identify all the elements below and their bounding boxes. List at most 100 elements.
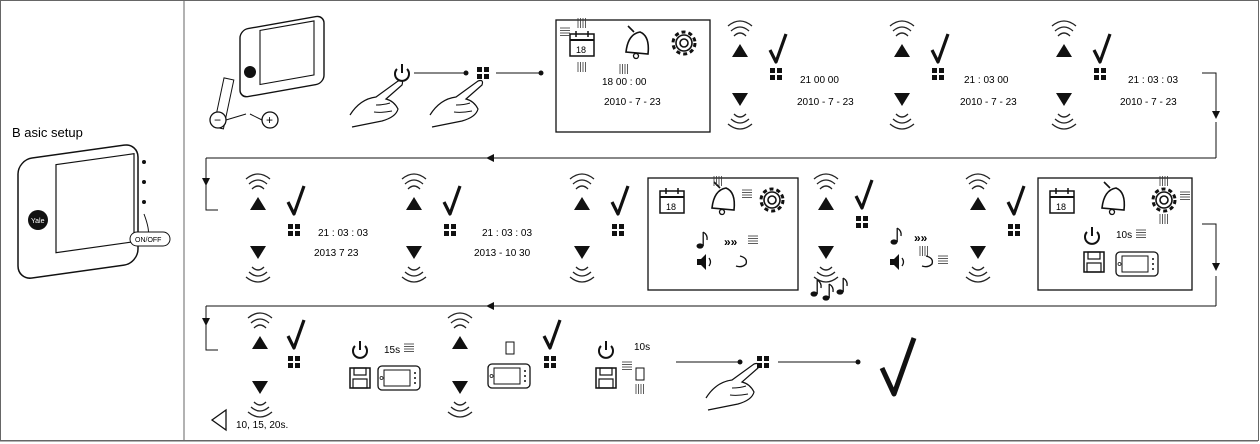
gear-icon bbox=[1151, 187, 1177, 213]
up-arrow-icon[interactable] bbox=[813, 173, 839, 211]
system-settings-box bbox=[1037, 177, 1193, 291]
up-arrow-icon[interactable] bbox=[727, 20, 753, 58]
time-readout: 21 : 03 : 03 bbox=[482, 228, 532, 239]
up-arrow-icon[interactable] bbox=[889, 20, 915, 58]
check-icon bbox=[854, 178, 874, 210]
ok-button-icon[interactable] bbox=[612, 224, 624, 236]
volume-level-icon: »» bbox=[724, 235, 738, 249]
highlight-marks bbox=[577, 61, 586, 73]
gear-icon bbox=[671, 30, 697, 56]
highlight-marks bbox=[937, 255, 949, 264]
date-readout: 2010 - 7 - 23 bbox=[797, 97, 854, 108]
down-arrow-icon[interactable] bbox=[245, 245, 271, 283]
up-arrow-icon[interactable] bbox=[569, 173, 595, 211]
time-readout: 21 : 03 : 03 bbox=[1128, 75, 1178, 86]
bell-icon bbox=[625, 25, 650, 60]
highlight-marks bbox=[747, 235, 759, 244]
music-note-icon bbox=[889, 227, 902, 246]
time-readout: 21 : 03 : 03 bbox=[318, 228, 368, 239]
ok-button-icon[interactable] bbox=[477, 67, 489, 79]
up-arrow-icon[interactable] bbox=[247, 312, 273, 350]
ok-button-icon[interactable] bbox=[770, 68, 782, 80]
down-arrow-icon[interactable] bbox=[965, 245, 991, 283]
music-note-icon bbox=[809, 279, 822, 298]
card-icon bbox=[635, 367, 645, 381]
highlight-marks bbox=[1179, 191, 1191, 200]
down-arrow-icon[interactable] bbox=[569, 245, 595, 283]
up-arrow-icon[interactable] bbox=[401, 173, 427, 211]
ok-button-icon[interactable] bbox=[1008, 224, 1020, 236]
down-arrow-icon[interactable] bbox=[247, 380, 273, 418]
highlight-marks bbox=[1159, 213, 1168, 225]
timeout-value: 15s bbox=[384, 345, 400, 356]
power-icon bbox=[352, 340, 368, 359]
highlight-marks bbox=[559, 27, 571, 36]
ok-button-icon[interactable] bbox=[1094, 68, 1106, 80]
battery-plus: + bbox=[266, 113, 273, 127]
settings-screen-box bbox=[555, 19, 711, 133]
highlight-marks bbox=[1135, 229, 1147, 238]
down-arrow-icon[interactable] bbox=[401, 245, 427, 283]
check-icon bbox=[610, 184, 630, 216]
hand-icon bbox=[429, 79, 484, 128]
time-readout: 18 00 : 00 bbox=[602, 77, 647, 88]
save-icon bbox=[1083, 251, 1105, 273]
check-icon bbox=[768, 32, 788, 64]
up-arrow-icon[interactable] bbox=[245, 173, 271, 211]
time-readout: 21 : 03 00 bbox=[964, 75, 1009, 86]
check-icon bbox=[1006, 184, 1026, 216]
repeat-icon bbox=[921, 255, 934, 268]
up-arrow-icon[interactable] bbox=[1051, 20, 1077, 58]
down-arrow-icon[interactable] bbox=[447, 380, 473, 418]
up-arrow-icon[interactable] bbox=[447, 312, 473, 350]
hand-icon bbox=[705, 362, 760, 411]
check-icon bbox=[442, 184, 462, 216]
time-readout: 21 00 00 bbox=[800, 75, 839, 86]
power-icon bbox=[1084, 226, 1100, 245]
ok-button-icon[interactable] bbox=[288, 224, 300, 236]
section-label: B asic setup bbox=[12, 125, 83, 140]
flow-connector bbox=[205, 306, 218, 351]
save-icon bbox=[595, 367, 617, 389]
ok-button-icon[interactable] bbox=[757, 356, 769, 368]
date-readout: 2013 7 23 bbox=[314, 248, 359, 259]
music-note-icon bbox=[695, 231, 708, 250]
check-icon bbox=[286, 184, 306, 216]
screen-icon bbox=[487, 363, 531, 389]
down-arrow-icon[interactable] bbox=[727, 92, 753, 130]
ok-button-icon[interactable] bbox=[932, 68, 944, 80]
down-arrow-icon[interactable] bbox=[889, 92, 915, 130]
date-readout: 2010 - 7 - 23 bbox=[960, 97, 1017, 108]
check-icon bbox=[286, 318, 306, 350]
screen-icon bbox=[377, 365, 421, 391]
highlight-marks bbox=[621, 361, 633, 370]
highlight-marks bbox=[619, 63, 628, 75]
final-check-icon bbox=[879, 337, 917, 397]
speaker-icon bbox=[889, 253, 905, 271]
hand-icon bbox=[349, 79, 404, 128]
device-illustration: Yale ON/OFF bbox=[17, 144, 171, 279]
down-arrow-icon[interactable] bbox=[813, 245, 839, 283]
down-arrow-icon[interactable] bbox=[1051, 92, 1077, 130]
save-icon bbox=[349, 367, 371, 389]
timeout-value: 10s bbox=[1116, 230, 1132, 241]
music-note-icon bbox=[821, 283, 834, 302]
timeout-icon bbox=[210, 408, 227, 432]
highlight-marks bbox=[741, 189, 753, 198]
bell-icon bbox=[1101, 181, 1126, 216]
check-icon bbox=[930, 32, 950, 64]
timeout-value: 10s bbox=[634, 342, 650, 353]
ok-button-icon[interactable] bbox=[856, 216, 868, 228]
highlight-marks bbox=[919, 245, 928, 257]
ok-button-icon[interactable] bbox=[288, 356, 300, 368]
speaker-icon bbox=[696, 253, 712, 271]
power-icon bbox=[598, 340, 614, 359]
card-icon bbox=[505, 341, 515, 355]
volume-level-icon: »» bbox=[914, 231, 928, 245]
ok-button-icon[interactable] bbox=[444, 224, 456, 236]
flow-connector bbox=[205, 158, 218, 211]
ok-button-icon[interactable] bbox=[544, 356, 556, 368]
highlight-marks bbox=[635, 383, 644, 395]
up-arrow-icon[interactable] bbox=[965, 173, 991, 211]
check-icon bbox=[542, 318, 562, 350]
